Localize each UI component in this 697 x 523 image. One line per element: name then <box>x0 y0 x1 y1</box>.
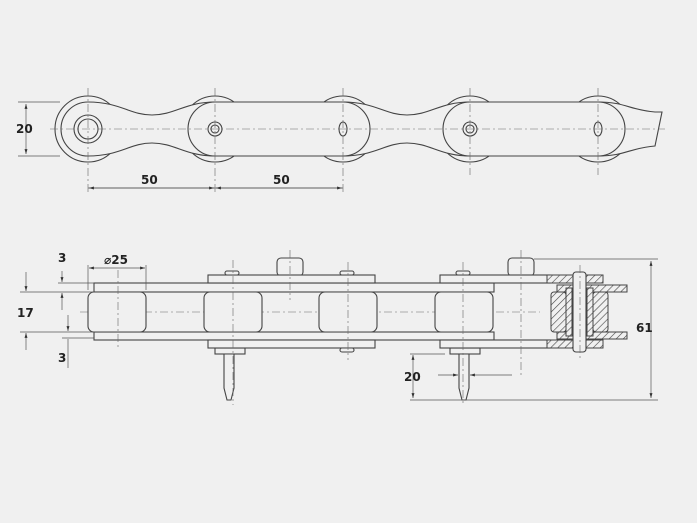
roller <box>87 291 147 333</box>
top-dimensions: 20 50 50 <box>16 101 343 190</box>
pitch-dimension: 50 <box>273 173 290 187</box>
roller-width-dimension: 17 <box>17 306 34 320</box>
top-view: 20 50 50 <box>16 88 665 192</box>
side-dimensions: ⌀25 3 17 3 20 61 <box>17 251 658 401</box>
side-plates <box>93 270 551 353</box>
cross-section <box>546 271 628 353</box>
overall-width-dimension: 61 <box>636 321 653 335</box>
centerlines <box>50 88 665 192</box>
pitch-dimension: 50 <box>141 173 158 187</box>
roller-diameter-dimension: ⌀25 <box>104 253 128 267</box>
height-dimension: 20 <box>16 122 33 136</box>
roller <box>434 291 494 333</box>
side-centerlines <box>117 250 581 405</box>
side-view: ⌀25 3 17 3 20 61 <box>17 250 658 405</box>
pins-holes <box>73 114 603 144</box>
plate-thickness-top-dimension: 3 <box>58 251 66 265</box>
pin-length-dimension: 20 <box>404 370 421 384</box>
plate-thickness-bottom-dimension: 3 <box>58 351 66 365</box>
